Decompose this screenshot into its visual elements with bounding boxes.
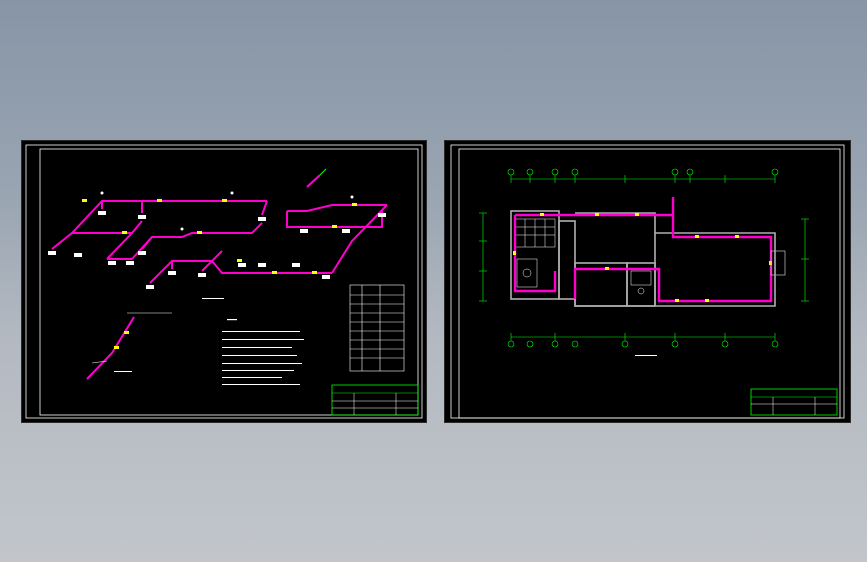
fixture-symbols <box>48 191 386 289</box>
plan-caption-line <box>635 355 657 356</box>
title-block <box>750 388 838 416</box>
diagram-caption-line <box>202 298 224 299</box>
drawing-sheet-left[interactable] <box>21 140 427 423</box>
building-walls <box>510 210 776 307</box>
outer-frame <box>25 144 423 419</box>
floor-plan-drawing <box>450 144 845 419</box>
top-grid-axis <box>510 175 776 183</box>
notes-block <box>222 319 304 385</box>
grid-bubbles-top <box>507 168 779 176</box>
piping-isometric-drawing <box>25 144 423 419</box>
side-grid-axes <box>479 212 809 302</box>
pipe-valves <box>513 213 772 302</box>
riser-detail <box>86 312 172 380</box>
inner-frame <box>458 148 841 419</box>
inner-frame <box>39 148 419 416</box>
valve-markers <box>82 199 357 274</box>
outer-frame <box>450 144 845 419</box>
grid-bubbles-bottom <box>507 340 779 348</box>
side-annex <box>770 250 786 276</box>
stair-block <box>514 218 652 295</box>
legend-table <box>349 284 405 372</box>
drawing-sheet-right[interactable] <box>444 140 851 423</box>
pipe-network <box>51 174 388 284</box>
bottom-grid-axis <box>510 333 776 341</box>
title-block <box>331 384 419 416</box>
green-riser <box>319 168 327 176</box>
